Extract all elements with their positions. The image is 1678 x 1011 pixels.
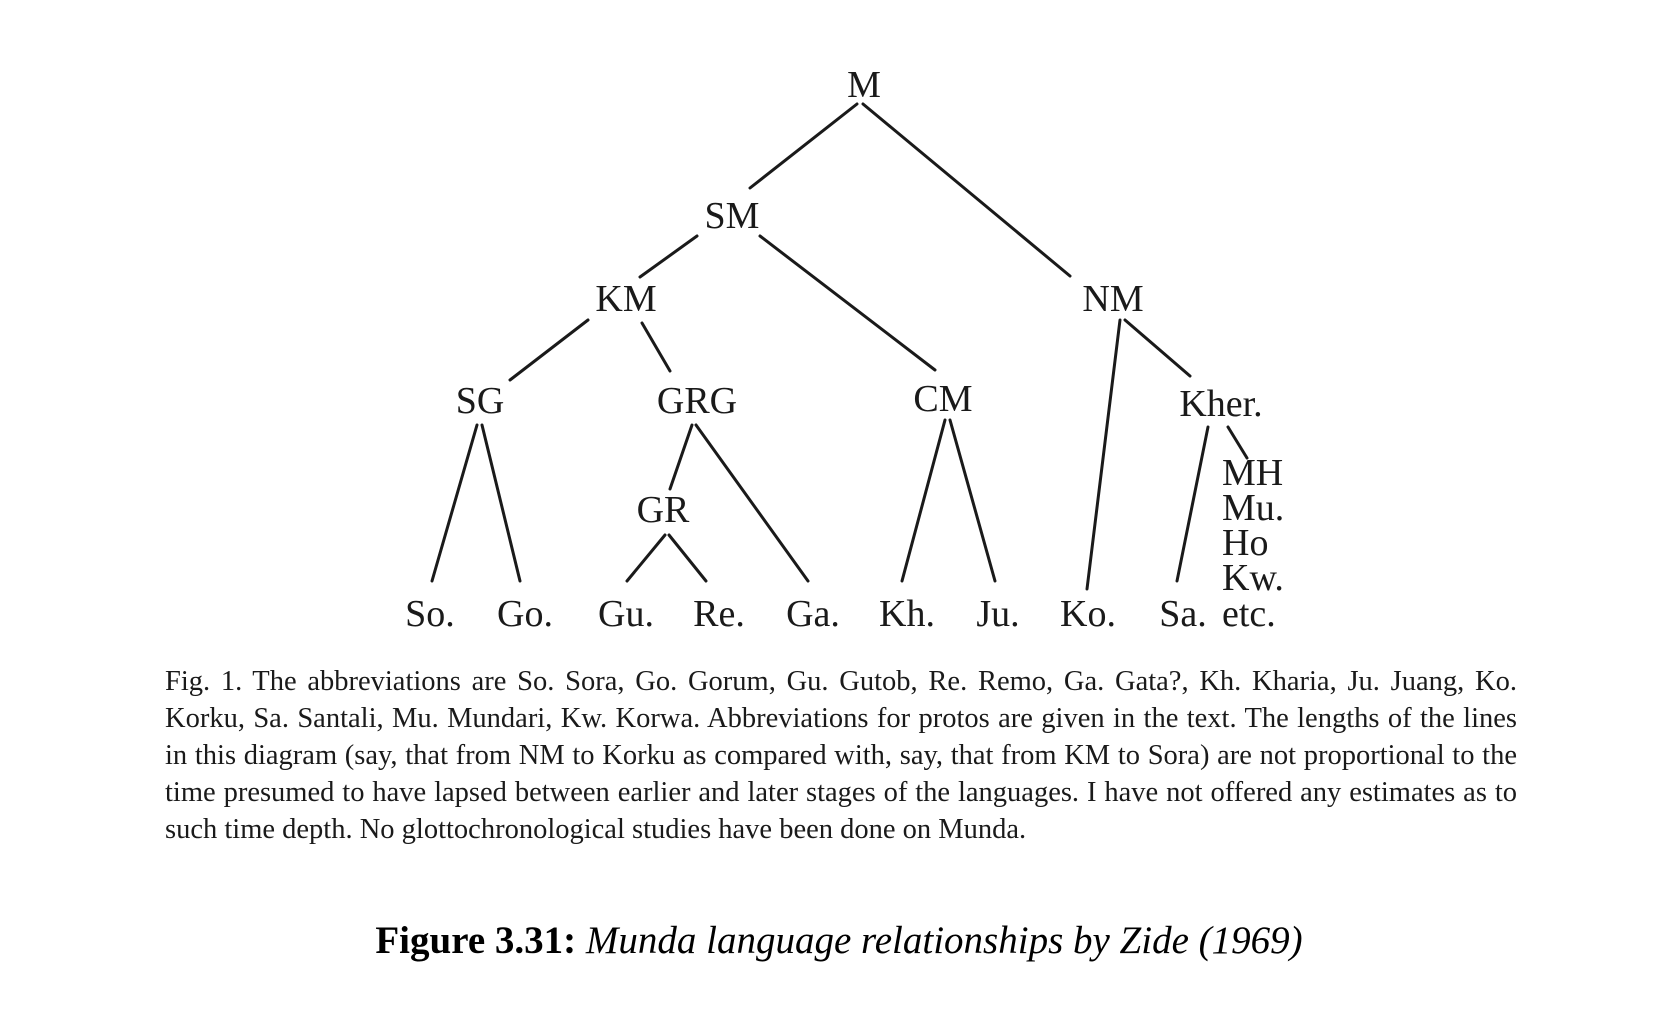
leaf-kh: Kh.	[879, 593, 935, 635]
edge-km-grg	[640, 321, 672, 373]
edge-cm-ju	[948, 418, 997, 583]
figure-caption: Fig. 1.The abbreviations are So. Sora, G…	[165, 663, 1517, 848]
edge-cm-kh	[900, 418, 947, 583]
stack-mu: Mu.	[1222, 487, 1284, 529]
edge-nm-kher	[1123, 318, 1192, 378]
caption-label: Fig. 1.	[165, 666, 243, 697]
node-m: M	[847, 64, 881, 106]
node-gr: GR	[637, 489, 690, 531]
edge-grg-ga	[694, 423, 810, 583]
leaf-sa: Sa.	[1159, 593, 1207, 635]
edge-kher-sa	[1175, 425, 1210, 583]
edge-sm-cm	[758, 234, 937, 372]
stack-ho: Ho	[1222, 522, 1268, 564]
edge-gr-gu	[625, 533, 667, 583]
node-cm: CM	[913, 378, 972, 420]
node-kher: Kher.	[1179, 383, 1262, 425]
figure-description: Munda language relationships by Zide (19…	[585, 919, 1303, 962]
leaf-ga: Ga.	[786, 593, 840, 635]
edge-km-sg	[508, 318, 590, 382]
leaf-gu: Gu.	[598, 593, 654, 635]
edge-m-sm	[748, 102, 859, 190]
edge-sg-go	[480, 423, 522, 583]
edge-grg-gr	[668, 423, 694, 491]
stack-etc: etc.	[1222, 593, 1276, 635]
leaf-ju: Ju.	[976, 593, 1019, 635]
leaf-so: So.	[405, 593, 455, 635]
figure-title: Figure 3.31: Munda language relationship…	[0, 918, 1678, 963]
edge-nm-ko	[1085, 318, 1122, 591]
edge-m-nm	[861, 102, 1072, 278]
leaf-ko: Ko.	[1060, 593, 1116, 635]
node-grg: GRG	[657, 380, 737, 422]
leaf-re: Re.	[693, 593, 745, 635]
node-sg: SG	[456, 380, 505, 422]
edge-sg-so	[430, 423, 479, 583]
stack-mh: MH	[1222, 452, 1283, 494]
language-tree-diagram: M SM KM NM SG GRG CM Kher. GR So. Go. Gu…	[405, 64, 1284, 635]
edge-gr-re	[667, 533, 708, 583]
edge-sm-km	[638, 234, 699, 279]
node-km: KM	[595, 278, 656, 320]
stack-kw: Kw.	[1222, 557, 1284, 599]
caption-text: The abbreviations are So. Sora, Go. Goru…	[165, 666, 1517, 845]
figure-number: Figure 3.31:	[375, 919, 577, 962]
leaf-go: Go.	[497, 593, 553, 635]
edge-kher-stack	[1226, 425, 1249, 460]
node-nm: NM	[1082, 278, 1143, 320]
node-sm: SM	[705, 195, 760, 237]
